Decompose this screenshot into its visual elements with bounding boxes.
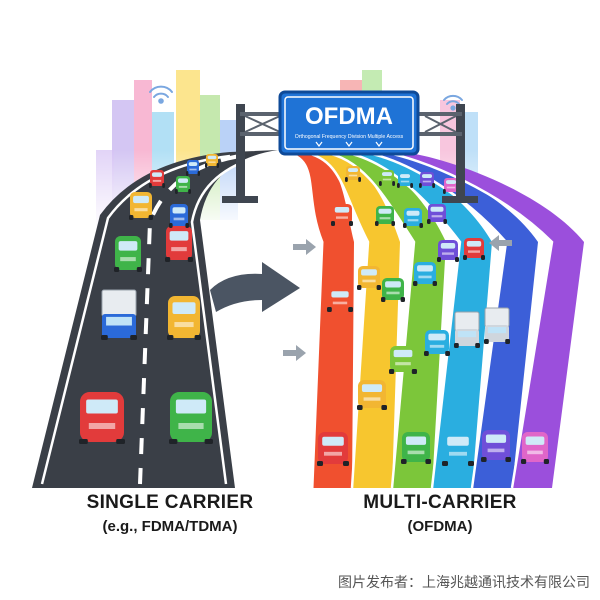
publisher-credit: 图片发布者：上海兆越通讯技术有限公司 — [338, 575, 590, 591]
car-icon — [481, 430, 511, 462]
gantry-post-left — [236, 104, 245, 202]
car-icon — [175, 176, 191, 194]
car-icon — [521, 432, 549, 464]
car-icon — [345, 166, 361, 182]
vehicles — [79, 154, 549, 466]
car-icon — [317, 432, 349, 466]
car-icon — [375, 206, 395, 226]
car-icon — [129, 192, 153, 220]
multi-carrier-caption: MULTI-CARRIER (OFDMA) — [330, 492, 550, 535]
carrier-lane — [382, 152, 584, 488]
car-icon — [403, 208, 423, 228]
car-icon — [331, 204, 353, 226]
car-icon — [357, 380, 387, 410]
caption-title: SINGLE CARRIER — [86, 492, 254, 513]
lane-separator — [321, 150, 416, 489]
car-icon — [427, 204, 447, 224]
arrow-right-icon — [283, 345, 306, 361]
carrier-lane — [282, 152, 354, 488]
car-icon — [167, 296, 201, 340]
car-icon — [79, 392, 125, 444]
car-icon — [463, 238, 485, 260]
truck-icon — [454, 311, 480, 348]
lane-separator — [301, 150, 370, 489]
arrow-right-icon — [293, 239, 316, 255]
caption-subtitle: (OFDMA) — [407, 518, 473, 535]
car-icon — [424, 330, 450, 356]
car-icon — [442, 432, 474, 466]
car-icon — [327, 288, 353, 312]
car-icon — [169, 204, 189, 228]
car-icon — [443, 178, 459, 194]
lane-separator — [381, 150, 554, 489]
car-icon — [397, 172, 413, 188]
carrier-lane — [362, 152, 538, 488]
wifi-icon — [149, 85, 173, 104]
lane-separator — [361, 150, 508, 489]
road-edge-right — [190, 152, 271, 485]
car-icon — [389, 346, 417, 374]
arrow-left-icon — [489, 235, 512, 251]
single-carrier-caption: SINGLE CARRIER (e.g., FDMA/TDMA) — [60, 492, 280, 535]
car-icon — [169, 392, 213, 444]
ofdma-sign: OFDMA Orthogonal Frequency Division Mult… — [278, 90, 420, 156]
car-icon — [165, 226, 193, 262]
truck-icon — [484, 307, 510, 344]
carrier-lane — [322, 152, 446, 488]
sign-title: OFDMA — [305, 103, 393, 130]
wifi-icon — [443, 94, 463, 111]
gantry-post-right — [456, 104, 465, 202]
lane-edge — [281, 150, 324, 489]
car-icon — [186, 160, 200, 176]
caption-subtitle: (e.g., FDMA/TDMA) — [102, 518, 238, 535]
car-icon — [379, 170, 395, 186]
car-icon — [205, 154, 219, 168]
carrier-lane — [342, 152, 492, 488]
car-icon — [401, 432, 431, 464]
car-icon — [381, 278, 405, 302]
car-icon — [114, 236, 142, 272]
car-icon — [149, 170, 165, 188]
truck-icon — [101, 289, 137, 340]
sign-subtitle: Orthogonal Frequency Division Multiple A… — [295, 134, 404, 140]
car-icon — [357, 266, 381, 290]
transition-arrow — [210, 262, 300, 312]
car-icon — [419, 172, 435, 188]
car-icon — [413, 262, 437, 286]
caption-title: MULTI-CARRIER — [363, 492, 517, 513]
car-icon — [437, 240, 459, 262]
